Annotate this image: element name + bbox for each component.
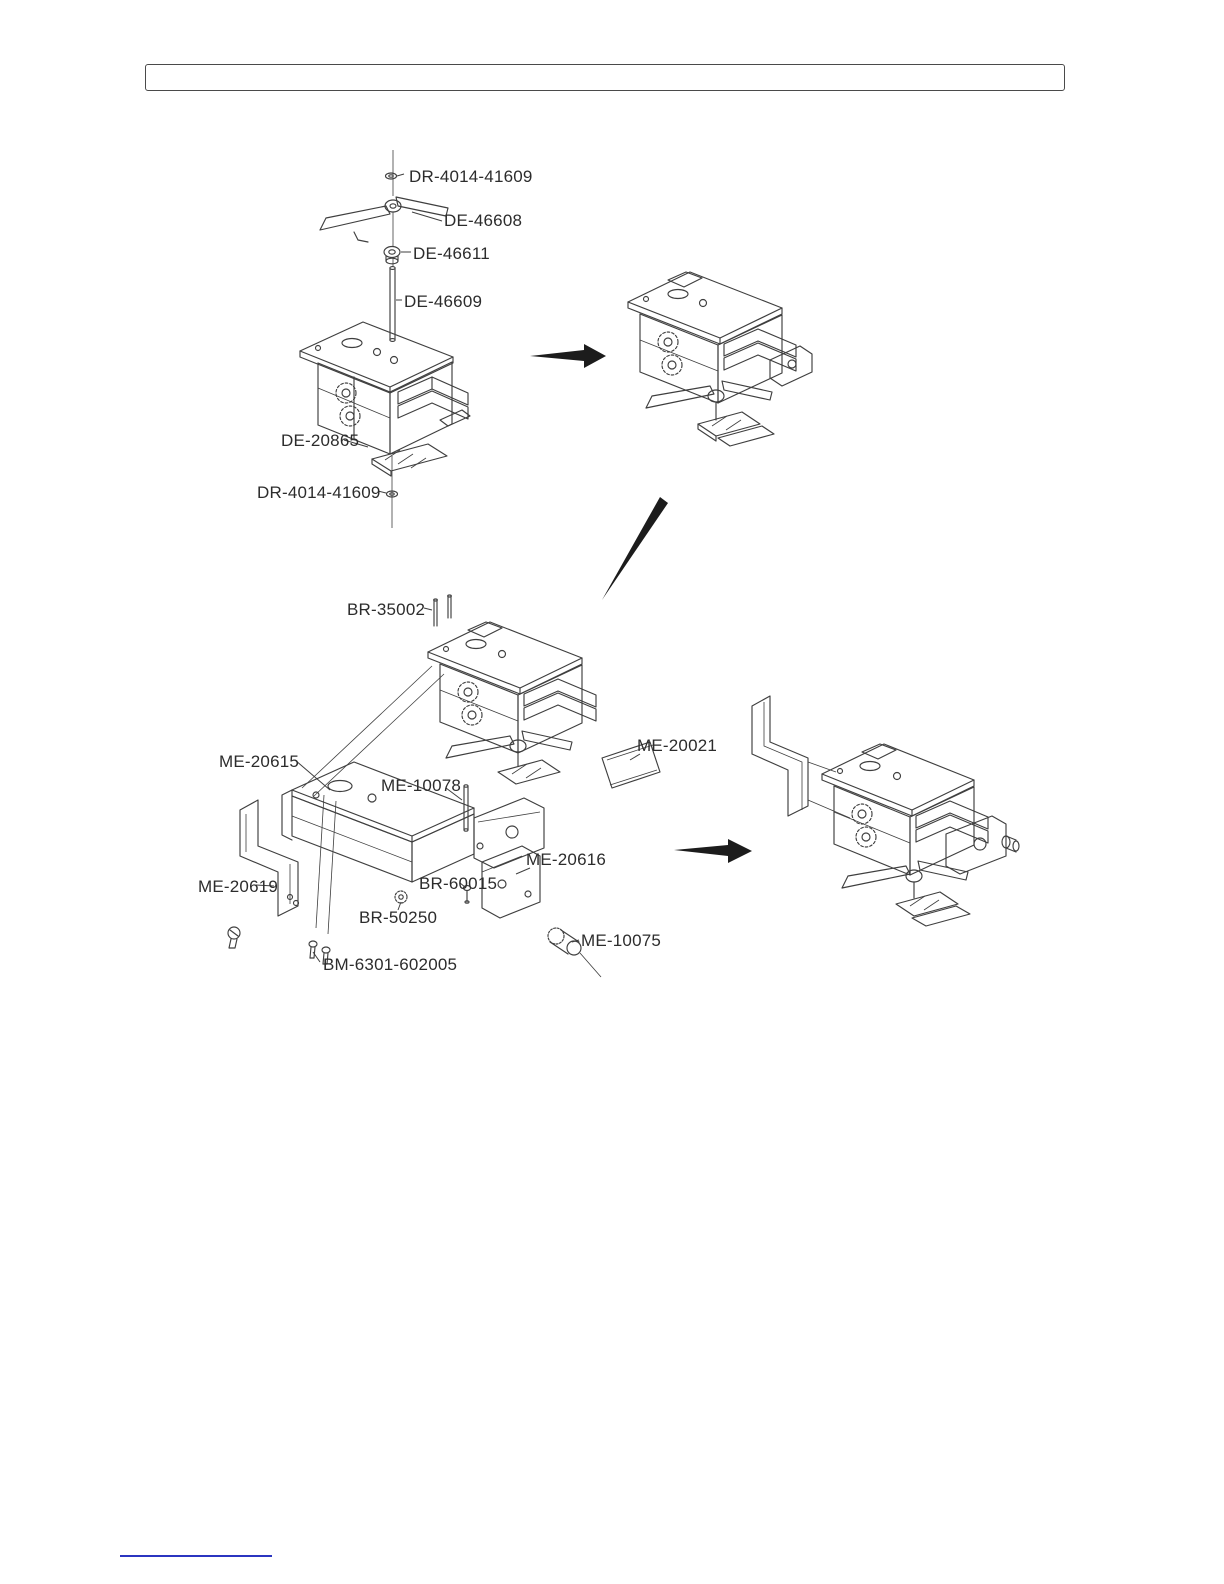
pointer-needle [602,497,668,600]
header-box [145,64,1065,91]
part-label-dr-4014-41609-bottom: DR-4014-41609 [257,483,381,502]
part-label-me-20619: ME-20619 [198,877,279,896]
part-label-de-46609: DE-46609 [404,292,483,311]
assembled-view-top-right [627,271,813,447]
part-label-br-60015: BR-60015 [419,874,498,893]
part-label-br-50250: BR-50250 [359,908,438,927]
part-label-de-46608: DE-46608 [444,211,523,230]
exploded-assembly-top-left [299,150,471,528]
transform-arrow-bottom [674,839,752,863]
part-label-dr-4014-41609-top: DR-4014-41609 [409,167,533,186]
part-label-me-10075: ME-10075 [581,931,662,950]
part-label-me-20021: ME-20021 [637,736,718,755]
part-label-br-35002: BR-35002 [347,600,426,619]
exploded-assembly-middle [227,594,661,978]
footer-rule [120,1555,272,1557]
part-label-me-10078: ME-10078 [381,776,462,795]
transform-arrow-top [530,344,606,368]
part-label-bm-6301-602005: BM-6301-602005 [323,955,458,974]
part-label-me-20615: ME-20615 [219,752,300,771]
part-label-de-46611: DE-46611 [413,244,490,263]
part-label-me-20616: ME-20616 [526,850,607,869]
assembled-view-bottom-right [751,695,1020,927]
part-label-de-20865: DE-20865 [281,431,360,450]
